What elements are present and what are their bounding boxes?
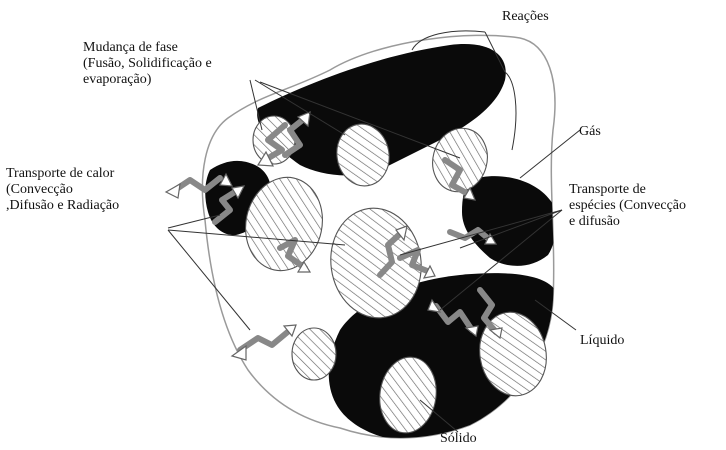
label-reacoes-text: Reações (502, 9, 549, 25)
label-especies-line2: espécies (Convecção (569, 198, 686, 214)
label-mudanca-line3: evaporação) (83, 72, 212, 88)
label-mudanca-line2: (Fusão, Solidificação e (83, 56, 212, 72)
label-gas-text: Gás (579, 124, 601, 140)
label-solido-text: Sólido (440, 431, 477, 447)
label-gas: Gás (579, 124, 601, 140)
arrowhead (166, 184, 180, 198)
label-liquido-text: Líquido (580, 333, 624, 349)
label-mudanca-line1: Mudança de fase (83, 40, 212, 56)
label-calor-line3: ,Difusão e Radiação (6, 198, 119, 214)
solid-particle (292, 328, 336, 380)
label-liquido: Líquido (580, 333, 624, 349)
label-solido: Sólido (440, 431, 477, 447)
label-mudanca-de-fase: Mudança de fase (Fusão, Solidificação e … (83, 40, 212, 88)
label-especies-line1: Transporte de (569, 182, 686, 198)
label-transporte-de-calor: Transporte de calor (Convecção ,Difusão … (6, 166, 119, 214)
label-especies-line3: e difusão (569, 214, 686, 230)
label-transporte-de-especies: Transporte de espécies (Convecção e difu… (569, 182, 686, 230)
label-calor-line1: Transporte de calor (6, 166, 119, 182)
label-reacoes: Reações (502, 9, 549, 25)
label-calor-line2: (Convecção (6, 182, 119, 198)
